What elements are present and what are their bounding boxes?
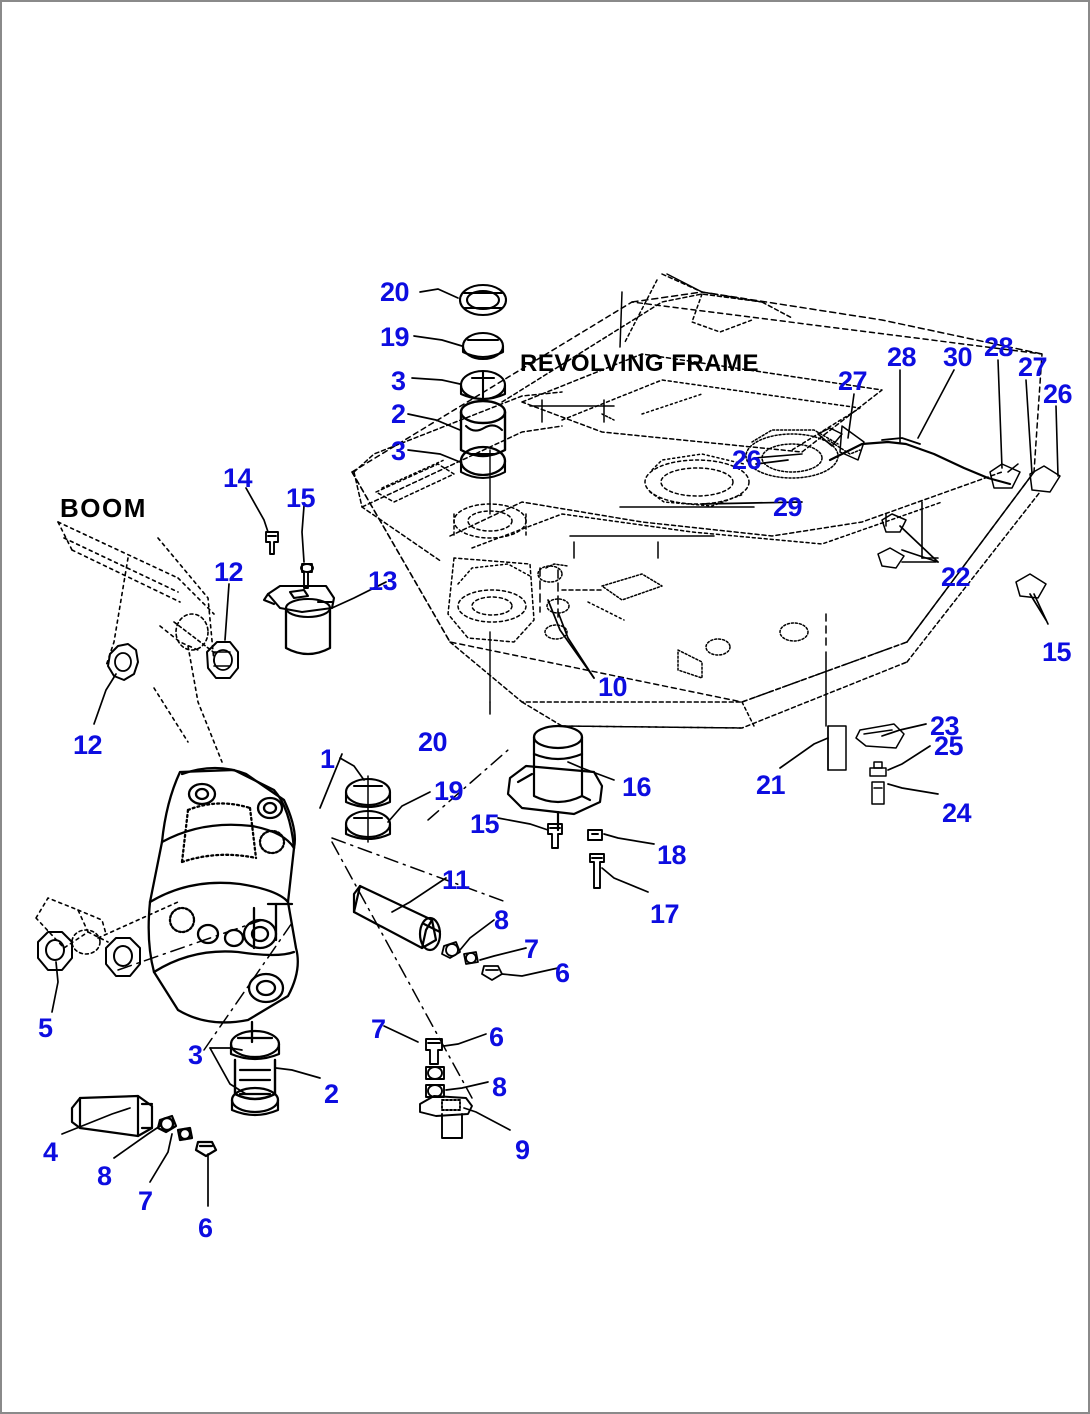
callout-11: 11 — [442, 865, 470, 895]
part-16-pin-holder — [506, 724, 604, 832]
callout-6c: 6 — [198, 1213, 213, 1243]
callout-15a: 15 — [286, 483, 316, 513]
fastener-group-8-7-6-right — [441, 941, 503, 981]
callout-12b: 12 — [73, 730, 103, 760]
callout-22: 22 — [941, 562, 971, 592]
callout-15c: 15 — [470, 809, 500, 839]
callout-14: 14 — [223, 463, 253, 493]
callout-8a: 8 — [494, 905, 509, 935]
callout-26b: 26 — [732, 445, 762, 475]
part-11-long-pin — [352, 884, 442, 952]
part-13-bracket — [262, 584, 336, 656]
callout-28a: 28 — [887, 342, 917, 372]
callout-17: 17 — [650, 899, 680, 929]
callout-2: 2 — [391, 399, 406, 429]
callout-25: 25 — [934, 731, 964, 761]
callout-3b: 3 — [391, 436, 406, 466]
callout-8c: 8 — [97, 1161, 112, 1191]
group-label-boom: BOOM — [60, 493, 147, 523]
upper-bushing-stack — [458, 283, 508, 480]
callout-29: 29 — [773, 492, 803, 522]
callout-7a: 7 — [524, 934, 539, 964]
callout-16: 16 — [622, 772, 652, 802]
callout-20: 20 — [380, 277, 410, 307]
part-14-fitting — [265, 531, 279, 555]
callout-6a: 6 — [555, 958, 570, 988]
left-stub-arm — [35, 897, 179, 955]
part-1-boom-foot-bracket — [147, 766, 299, 1044]
callout-2b: 2 — [324, 1079, 339, 1109]
callout-19: 19 — [380, 322, 410, 352]
callout-4: 4 — [43, 1137, 58, 1167]
callout-3c: 3 — [188, 1040, 203, 1070]
callout-23: 23 — [930, 711, 960, 741]
revolving-frame-body — [351, 273, 1061, 805]
boom-assembly — [57, 521, 239, 763]
callout-18: 18 — [657, 840, 687, 870]
part-5-snap-rings — [37, 931, 141, 977]
callout-13: 13 — [368, 566, 398, 596]
fastener-group-15-18-17 — [547, 823, 605, 889]
callout-21: 21 — [756, 770, 786, 800]
callout-20b: 20 — [418, 727, 448, 757]
callout-12a: 12 — [214, 557, 244, 587]
callout-15b: 15 — [1042, 637, 1072, 667]
callout-27a: 27 — [838, 366, 868, 396]
part-15-bolt-upper — [300, 563, 314, 589]
callout-9: 9 — [515, 1135, 530, 1165]
callout-24: 24 — [942, 798, 972, 828]
callout-19b: 19 — [434, 776, 464, 806]
callout-26a: 26 — [1043, 379, 1073, 409]
mid-ring-stack — [344, 775, 392, 843]
callout-1: 1 — [320, 744, 335, 774]
part-4-pin-group — [70, 1094, 218, 1158]
callout-3: 3 — [391, 366, 406, 396]
group-label-revolving-frame: REVOLVING FRAME — [520, 350, 760, 377]
fastener-group-6-8-9 — [419, 1038, 473, 1139]
callout-5: 5 — [38, 1013, 53, 1043]
callout-27b: 27 — [1018, 352, 1048, 382]
callout-8b: 8 — [492, 1072, 507, 1102]
callout-7b: 7 — [371, 1014, 386, 1044]
lower-bushing-stack — [229, 1029, 281, 1117]
callout-7c: 7 — [138, 1186, 153, 1216]
callout-30: 30 — [943, 342, 973, 372]
callout-10: 10 — [598, 672, 628, 702]
callout-6b: 6 — [489, 1022, 504, 1052]
callout-28b: 28 — [984, 332, 1014, 362]
